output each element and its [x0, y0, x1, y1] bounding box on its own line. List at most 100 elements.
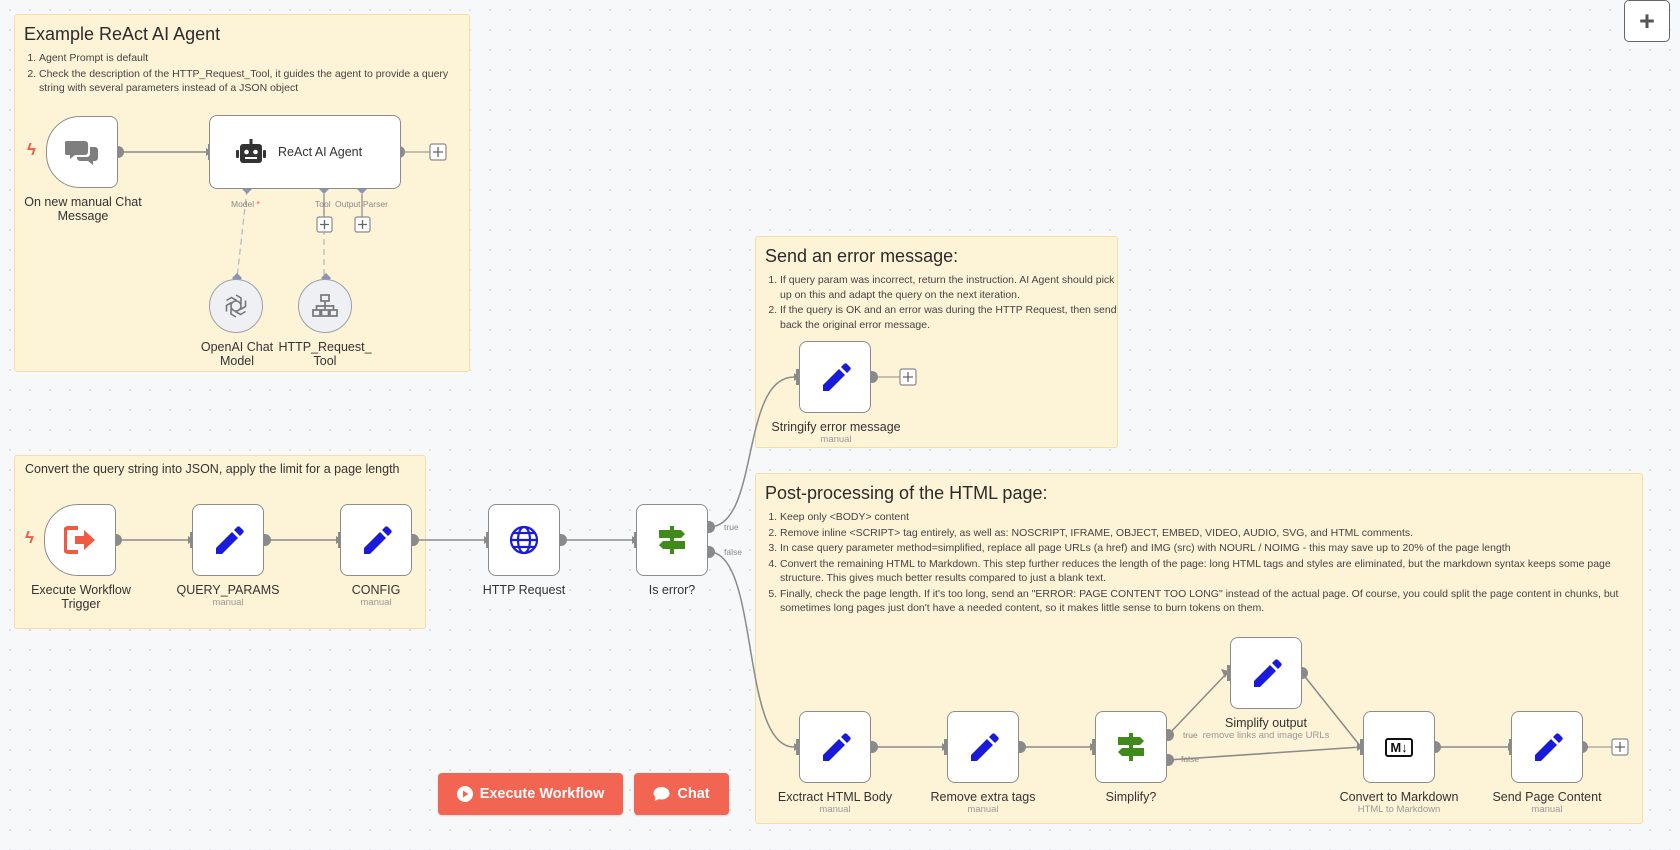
node-title: Send Page Content: [1492, 790, 1602, 804]
model-port-label: Model *: [231, 199, 260, 209]
node-simplify[interactable]: [1095, 711, 1167, 783]
signpost-icon: [659, 526, 685, 554]
connection-false: [1167, 746, 1362, 761]
node-subtitle: manual: [819, 804, 851, 815]
node-convert-to-markdown[interactable]: M↓: [1363, 711, 1435, 783]
note-title: Send an error message:: [765, 246, 959, 266]
node-label: HTTP_Request_Tool: [278, 340, 372, 368]
pencil-icon: [364, 526, 392, 554]
note-list: If query param was incorrect, return the…: [756, 273, 1117, 332]
note-item: Agent Prompt is default: [39, 51, 469, 66]
node-subtitle: manual: [1531, 804, 1563, 815]
node-extract-html-body[interactable]: [799, 711, 871, 783]
trigger-bolt-icon: ϟ: [25, 528, 34, 547]
pencil-icon: [971, 733, 999, 761]
node-subtitle: manual: [212, 597, 244, 608]
execute-workflow-button[interactable]: Execute Workflow: [438, 773, 623, 815]
branch-label-true: true: [1183, 730, 1198, 740]
tool-port-label: Tool: [315, 199, 331, 209]
pencil-icon: [1254, 659, 1282, 687]
chat-label: Chat: [677, 786, 710, 802]
note-list: Keep only <BODY> content Remove inline <…: [756, 510, 1642, 616]
node-title: QUERY_PARAMS: [176, 583, 280, 597]
input-handle[interactable]: [1092, 739, 1097, 755]
connection-true: [1167, 672, 1228, 736]
node-send-page-content[interactable]: [1511, 711, 1583, 783]
openai-icon: [225, 294, 247, 318]
note-item: Finally, check the page length. If it's …: [780, 587, 1632, 616]
pencil-icon: [823, 363, 851, 391]
input-handle[interactable]: [796, 369, 801, 385]
node-subtitle: manual: [967, 804, 999, 815]
node-title: Stringify error message: [771, 420, 901, 434]
note-title: Convert the query string into JSON, appl…: [25, 462, 400, 476]
model-port-text: Model: [231, 199, 255, 209]
node-query-params[interactable]: [192, 504, 264, 576]
input-handle[interactable]: [944, 739, 949, 755]
note-item: If query param was incorrect, return the…: [780, 273, 1117, 302]
signpost-icon: [1118, 733, 1144, 761]
branch-label-false: false: [1181, 754, 1199, 764]
node-execute-workflow-trigger[interactable]: [44, 504, 116, 576]
sub-connection: [236, 188, 248, 279]
node-label: Is error?: [648, 583, 696, 597]
sticky-note-post-processing[interactable]: Post-processing of the HTML page: Keep o…: [755, 473, 1643, 824]
globe-icon: [509, 525, 539, 555]
input-handle[interactable]: [796, 739, 801, 755]
note-item: In case query parameter method=simplifie…: [780, 541, 1632, 556]
note-item: Keep only <BODY> content: [780, 510, 1632, 525]
output-parser-port-label: Output Parser: [335, 199, 388, 209]
input-handle[interactable]: [1360, 739, 1365, 755]
node-stringify-error[interactable]: [799, 341, 871, 413]
branch-label-true: true: [724, 522, 739, 532]
node-http-request[interactable]: [488, 504, 560, 576]
branch-label-false: false: [724, 547, 742, 557]
node-subtitle: manual: [360, 597, 392, 608]
node-subtitle: HTML to Markdown: [1357, 804, 1441, 815]
chat-button[interactable]: Chat: [634, 773, 729, 815]
connection-false: [708, 551, 795, 748]
connection-true: [708, 376, 795, 528]
node-simplify-output[interactable]: [1230, 637, 1302, 709]
node-chat-trigger[interactable]: [46, 116, 118, 188]
node-remove-extra-tags[interactable]: [947, 711, 1019, 783]
node-react-ai-agent[interactable]: ReAct AI Agent: [209, 115, 401, 189]
node-title: Exctract HTML Body: [777, 790, 893, 804]
node-subtitle: manual: [820, 434, 852, 445]
note-title: Post-processing of the HTML page:: [765, 483, 1048, 503]
play-icon: [456, 786, 473, 802]
note-title: Example ReAct AI Agent: [24, 24, 221, 44]
node-label: HTTP Request: [482, 583, 566, 597]
pencil-icon: [216, 526, 244, 554]
required-asterisk: *: [256, 199, 260, 209]
note-item: Remove inline <SCRIPT> tag entirely, as …: [780, 526, 1632, 541]
robot-icon: [236, 139, 266, 163]
note-item: If the query is OK and an error was duri…: [780, 303, 1117, 332]
node-label: On new manual Chat Message: [24, 195, 142, 223]
node-label: OpenAI Chat Model: [200, 340, 274, 368]
add-node-panel-button[interactable]: +: [1624, 0, 1670, 42]
node-label: Execute Workflow Trigger: [31, 583, 131, 611]
node-openai-chat-model[interactable]: [209, 279, 263, 333]
node-title: CONFIG: [351, 583, 401, 597]
node-title: Remove extra tags: [930, 790, 1036, 804]
node-is-error[interactable]: [636, 504, 708, 576]
input-handle[interactable]: [1227, 665, 1232, 681]
note-item: Check the description of the HTTP_Reques…: [39, 67, 469, 96]
pencil-icon: [823, 733, 851, 761]
pencil-icon: [1535, 733, 1563, 761]
node-title: Convert to Markdown: [1339, 790, 1459, 804]
node-config[interactable]: [340, 504, 412, 576]
note-item: Convert the remaining HTML to Markdown. …: [780, 557, 1632, 586]
execute-workflow-label: Execute Workflow: [479, 786, 605, 802]
node-label: Simplify?: [1105, 790, 1157, 804]
trigger-bolt-icon: ϟ: [27, 140, 36, 159]
node-http-request-tool[interactable]: [298, 279, 352, 333]
